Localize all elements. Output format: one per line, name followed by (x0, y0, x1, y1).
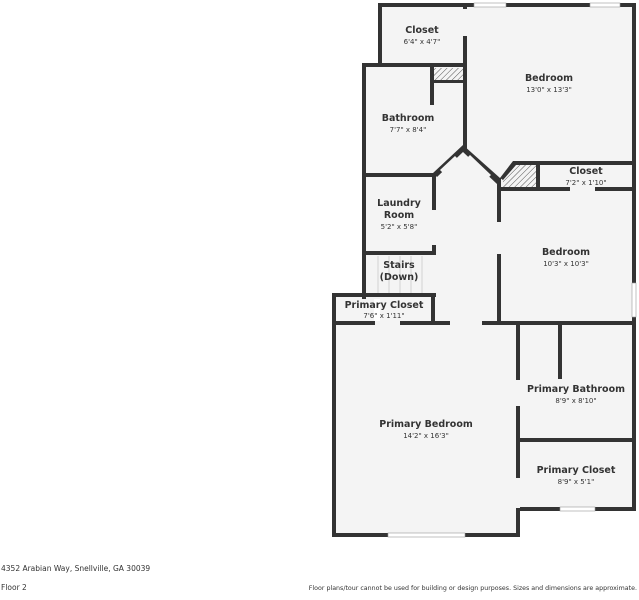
room-dims: 7'6" x 1'11" (363, 312, 404, 320)
room-dims: 13'0" x 13'3" (526, 86, 572, 94)
windows (387, 2, 637, 538)
room-closet-2: Closet 7'2" x 1'10" (565, 166, 606, 187)
room-primary-closet-1: Primary Closet 7'6" x 1'11" (345, 300, 424, 320)
room-name: Stairs (383, 260, 415, 271)
address: 4352 Arabian Way, Snellville, GA 30039 (1, 564, 151, 573)
floor-label: Floor 2 (1, 583, 27, 592)
room-bedroom-1: Bedroom 13'0" x 13'3" (525, 73, 573, 94)
room-name: Primary Bathroom (527, 384, 625, 395)
room-dims: 14'2" x 16'3" (403, 432, 449, 440)
stairs (377, 256, 423, 294)
room-name: Primary Bedroom (379, 419, 473, 430)
room-bathroom: Bathroom 7'7" x 8'4" (382, 113, 435, 134)
room-name: (Down) (380, 272, 419, 283)
doorways (375, 9, 595, 508)
room-dims: 5'2" x 5'8" (381, 223, 418, 231)
room-bedroom-2: Bedroom 10'3" x 10'3" (542, 247, 590, 268)
room-primary-bedroom: Primary Bedroom 14'2" x 16'3" (379, 419, 473, 440)
room-name: Closet (405, 25, 439, 36)
hatched-chase (503, 165, 536, 188)
room-dims: 6'4" x 4'7" (404, 38, 441, 46)
room-dims: 8'9" x 8'10" (555, 397, 596, 405)
stairs-label: Stairs (Down) (380, 260, 419, 283)
disclaimer: Floor plans/tour cannot be used for buil… (308, 585, 637, 592)
room-dims: 7'7" x 8'4" (390, 126, 427, 134)
room-name: Closet (569, 166, 603, 177)
hatched-chase (434, 68, 464, 80)
floor-areas (334, 5, 635, 537)
room-dims: 10'3" x 10'3" (543, 260, 589, 268)
room-dims: 8'9" x 5'1" (558, 478, 595, 486)
room-closet-1: Closet 6'4" x 4'7" (404, 25, 441, 46)
room-name: Bedroom (525, 73, 573, 84)
room-name: Bathroom (382, 113, 435, 124)
room-laundry: Laundry Room 5'2" x 5'8" (377, 198, 421, 231)
room-name: Bedroom (542, 247, 590, 258)
room-dims: 7'2" x 1'10" (565, 179, 606, 187)
room-name: Primary Closet (345, 300, 424, 311)
room-primary-bathroom: Primary Bathroom 8'9" x 8'10" (527, 384, 625, 405)
room-primary-closet-2: Primary Closet 8'9" x 5'1" (537, 465, 616, 486)
room-name: Room (384, 210, 414, 221)
room-name: Laundry (377, 198, 421, 209)
room-name: Primary Closet (537, 465, 616, 476)
